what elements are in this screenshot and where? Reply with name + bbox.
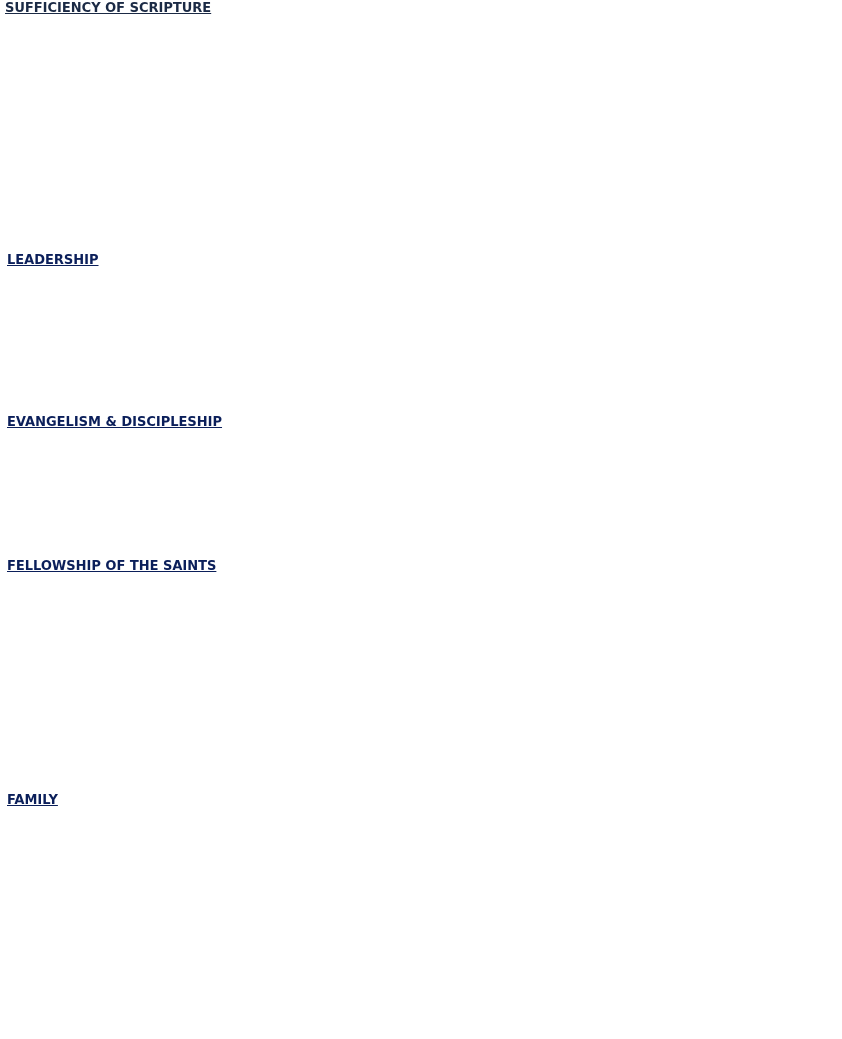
section-heading-family[interactable]: FAMILY (7, 793, 58, 808)
section-heading-sufficiency-of-scripture[interactable]: SUFFICIENCY OF SCRIPTURE (5, 1, 212, 16)
section-heading-leadership[interactable]: LEADERSHIP (7, 253, 99, 268)
section-heading-evangelism-discipleship[interactable]: EVANGELISM & DISCIPLESHIP (7, 415, 223, 430)
section-heading-fellowship-of-the-saints[interactable]: FELLOWSHIP OF THE SAINTS (7, 559, 217, 574)
